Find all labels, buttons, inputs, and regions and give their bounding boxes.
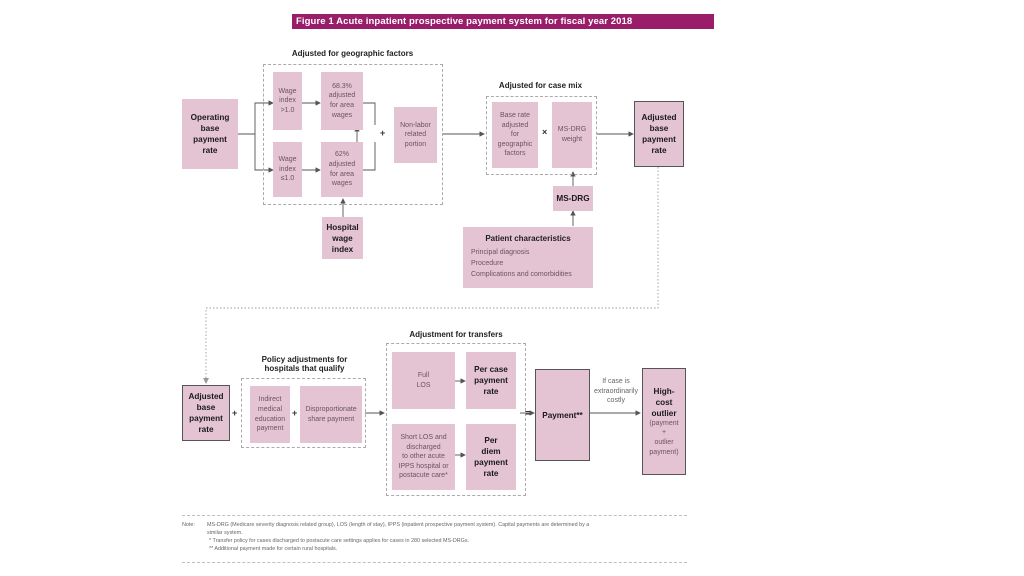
ms-drg: MS-DRG <box>553 186 593 211</box>
ms-drg-weight: MS-DRG weight <box>552 102 592 168</box>
hospital-wage-index: Hospital wage index <box>322 217 363 259</box>
outlier-condition: If case is extraordinarily costly <box>594 378 638 405</box>
disproportionate-share-payment: Disproportionate share payment <box>300 386 362 443</box>
note-transfer-policy: * Transfer policy for cases discharged t… <box>209 538 470 544</box>
wage-index-low: Wage index ≤1.0 <box>273 142 302 197</box>
note-rural-payment: ** Additional payment made for certain r… <box>209 546 338 552</box>
plus-operator-policy: + <box>232 408 238 418</box>
full-los: Full LOS <box>392 352 455 409</box>
nonlabor-related-portion: Non-labor related portion <box>394 107 437 163</box>
casemix-header: Adjusted for case mix <box>498 81 583 90</box>
pct-adjusted-high: 68.3% adjusted for area wages <box>321 72 363 130</box>
times-operator: × <box>542 127 548 137</box>
indirect-medical-education: Indirect medical education payment <box>250 386 290 443</box>
payment: Payment** <box>535 369 590 461</box>
per-diem-payment-rate: Per diem payment rate <box>466 424 516 490</box>
geo-header: Adjusted for geographic factors <box>291 49 414 58</box>
note-label: Note: <box>182 522 195 528</box>
operating-base-payment-rate: Operating base payment rate <box>182 99 238 169</box>
plus-operator: + <box>380 128 386 138</box>
patient-item-complications: Complications and comorbidities <box>471 271 572 278</box>
casemix-group-border <box>486 96 597 175</box>
high-cost-outlier-title: High- cost outlier <box>651 386 677 418</box>
high-cost-outlier-detail: (payment + outlier payment) <box>649 419 679 456</box>
adjusted-base-payment-rate-bottom: Adjusted base payment rate <box>182 385 230 441</box>
plus-operator-dsh: + <box>292 408 298 418</box>
figure-title: Figure 1 Acute inpatient prospective pay… <box>292 14 714 29</box>
note-divider-top <box>182 515 687 516</box>
high-cost-outlier: High- cost outlier (payment + outlier pa… <box>642 368 686 475</box>
adjusted-base-payment-rate-top: Adjusted base payment rate <box>634 101 684 167</box>
patient-item-diagnosis: Principal diagnosis <box>471 249 530 256</box>
patient-item-procedure: Procedure <box>471 260 504 267</box>
note-main-continued: similar system. <box>207 530 243 536</box>
wage-index-high: Wage index >1.0 <box>273 72 302 130</box>
pct-adjusted-low: 62% adjusted for area wages <box>321 142 363 197</box>
geo-group-border <box>263 64 443 205</box>
patient-header: Patient characteristics <box>485 234 571 243</box>
policy-group-border <box>241 378 366 448</box>
transfers-group-border <box>386 343 526 496</box>
per-case-payment-rate: Per case payment rate <box>466 352 516 409</box>
note-divider-bottom <box>182 562 687 563</box>
patient-characteristics: Patient characteristics Principal diagno… <box>463 227 593 288</box>
short-los-transfer: Short LOS and discharged to other acute … <box>392 424 455 490</box>
policy-header: Policy adjustments for hospitals that qu… <box>261 355 348 373</box>
equals-operator: = <box>525 408 531 418</box>
note-main: MS-DRG (Medicare severity diagnosis rela… <box>207 522 590 528</box>
transfers-header: Adjustment for transfers <box>409 330 503 339</box>
base-rate-adjusted: Base rate adjusted for geographic factor… <box>492 102 538 168</box>
